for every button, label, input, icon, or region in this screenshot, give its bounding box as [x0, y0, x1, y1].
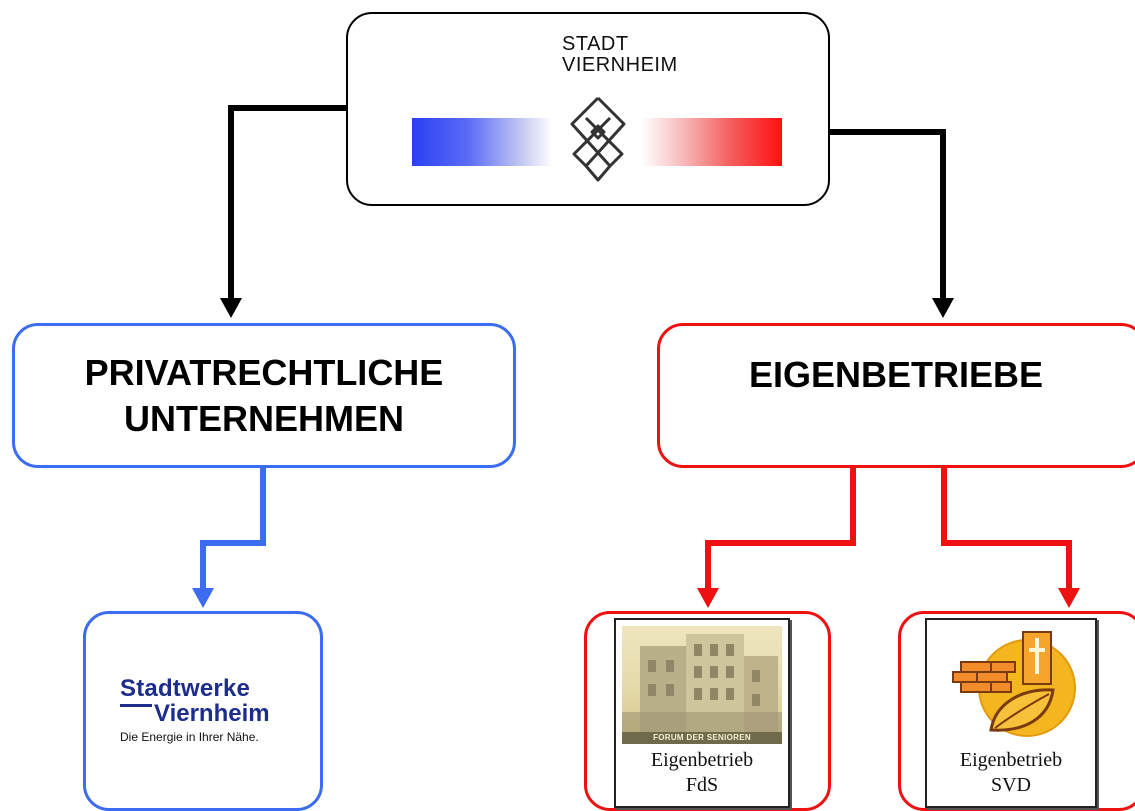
eigenbetriebe-title: EIGENBETRIEBE: [748, 354, 1044, 395]
arrowhead-eigen: [932, 298, 954, 318]
viernheim-emblem-icon: [570, 96, 626, 182]
connector-top-to-eigen: [830, 129, 946, 302]
svd-icon-card: Eigenbetrieb SVD: [925, 618, 1097, 808]
fds-caption: Eigenbetrieb FdS: [616, 748, 788, 798]
stadt-viernheim-logo-text: STADT VIERNHEIM: [562, 34, 678, 76]
stadt-viernheim-box: STADT VIERNHEIM: [346, 12, 830, 206]
forum-building-image: [622, 626, 782, 738]
forum-banner: FORUM DER SENIOREN: [622, 732, 782, 744]
logo-line-stadt: STADT: [562, 33, 629, 55]
eigenbetriebe-box: EIGENBETRIEBE: [657, 323, 1135, 468]
stadtwerke-tagline: Die Energie in Ihrer Nähe.: [120, 730, 259, 744]
connector-eigen-to-svd: [941, 468, 1072, 592]
arrowhead-stadtwerke: [192, 588, 214, 608]
connector-top-to-private: [228, 105, 346, 302]
eigenbetrieb-fds-box: FORUM DER SENIOREN Eigenbetrieb FdS: [584, 611, 831, 811]
private-companies-box: PRIVATRECHTLICHE UNTERNEHMEN: [12, 323, 516, 468]
svd-caption: Eigenbetrieb SVD: [927, 748, 1095, 798]
connector-eigen-to-fds: [705, 468, 856, 592]
arrowhead-svd: [1058, 588, 1080, 608]
fds-caption-line2: FdS: [685, 774, 719, 796]
private-title-line2: UNTERNEHMEN: [123, 397, 404, 439]
building-icon: [622, 634, 782, 738]
arrowhead-fds: [697, 588, 719, 608]
stadtwerke-box: Stadtwerke Viernheim Die Energie in Ihre…: [83, 611, 323, 811]
fds-icon-card: FORUM DER SENIOREN Eigenbetrieb FdS: [614, 618, 790, 808]
eigenbetrieb-svd-box: Eigenbetrieb SVD: [898, 611, 1135, 811]
logo-blue-gradient: [412, 118, 552, 166]
stadtwerke-logo-line1: Stadtwerke: [120, 675, 251, 702]
fds-caption-line1: Eigenbetrieb: [650, 749, 754, 771]
stadtwerke-logo-line2: Viernheim: [120, 702, 290, 726]
stadtwerke-logo: Stadtwerke Viernheim Die Energie in Ihre…: [120, 676, 290, 744]
arrowhead-private: [220, 298, 242, 318]
svd-caption-line1: Eigenbetrieb: [959, 749, 1063, 771]
connector-private-to-stadtwerke: [200, 468, 266, 592]
svd-emblem-icon: [952, 631, 1076, 737]
logo-line-viernheim: VIERNHEIM: [562, 54, 678, 76]
private-title-line1: PRIVATRECHTLICHE: [84, 351, 444, 393]
logo-red-gradient: [642, 118, 782, 166]
svd-caption-line2: SVD: [990, 774, 1031, 796]
